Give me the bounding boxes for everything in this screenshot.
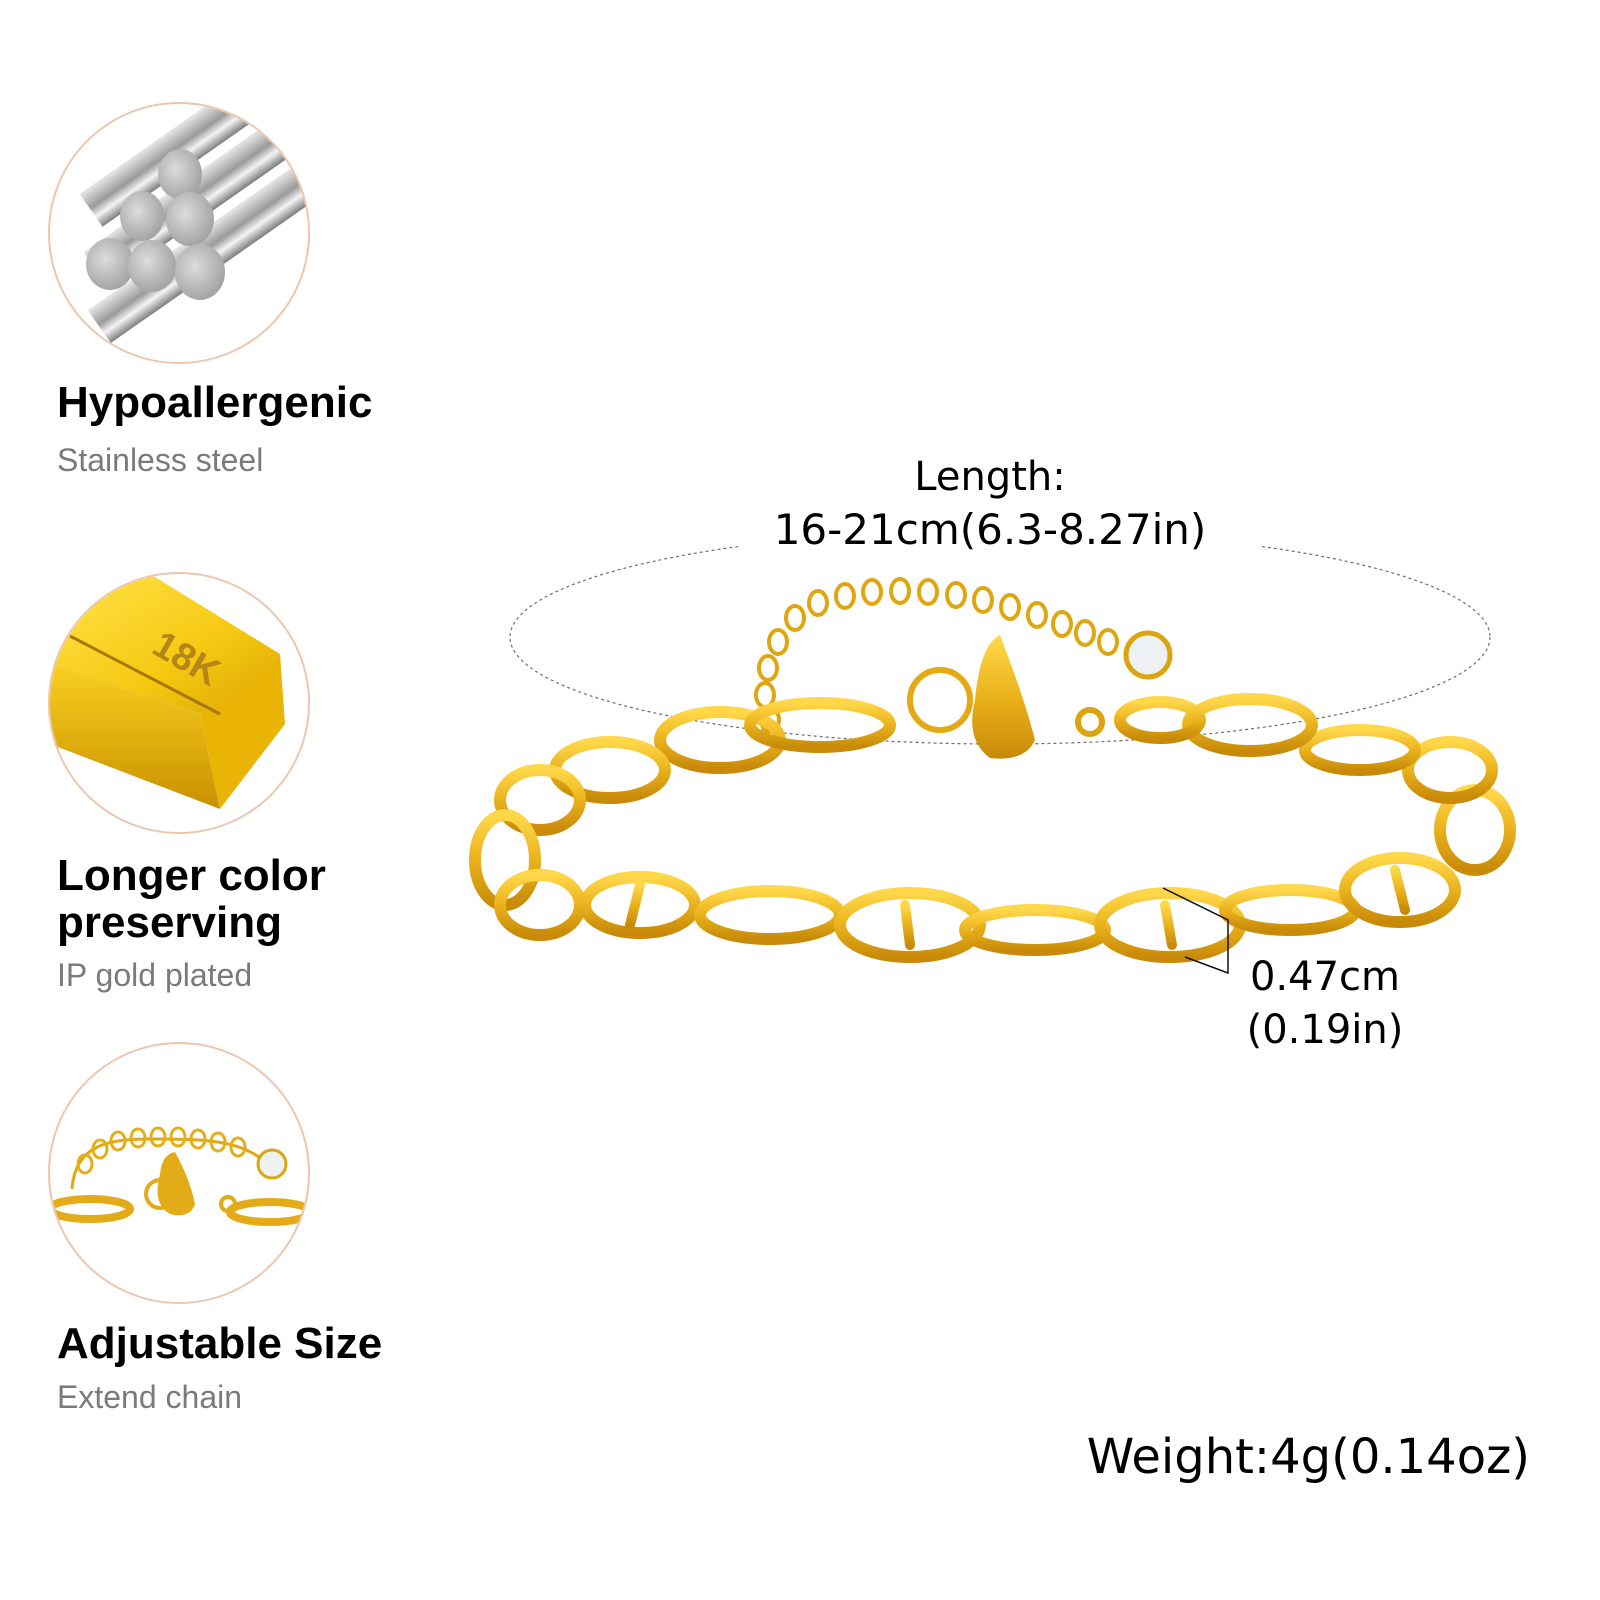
gold-bar-icon: 18K [48,572,310,834]
feature-subtitle-ip-gold: IP gold plated [57,957,253,993]
feature-subtitle-stainless-steel: Stainless steel [57,442,264,478]
link-width-cm: 0.47cm [1249,954,1401,1000]
lobster-clasp [972,635,1035,759]
length-label: Length: [914,454,1066,500]
steel-rods-icon [48,102,310,364]
crystal-charm [1123,630,1173,680]
length-value: 16-21cm(6.3-8.27in) [773,505,1207,554]
feature-title-hypoallergenic: Hypoallergenic [57,378,373,427]
length-guide-ellipse [509,529,1491,745]
weight-spec: Weight:4g(0.14oz) [1086,1429,1530,1485]
feature-title-color-preserving: Longer color preserving [57,851,326,947]
width-guide-line [1162,887,1229,975]
feature-title-adjustable-size: Adjustable Size [57,1319,383,1368]
link-width-in: (0.19in) [1246,1007,1404,1053]
extender-chain-icon [48,1042,310,1304]
feature-subtitle-extend-chain: Extend chain [57,1379,243,1415]
